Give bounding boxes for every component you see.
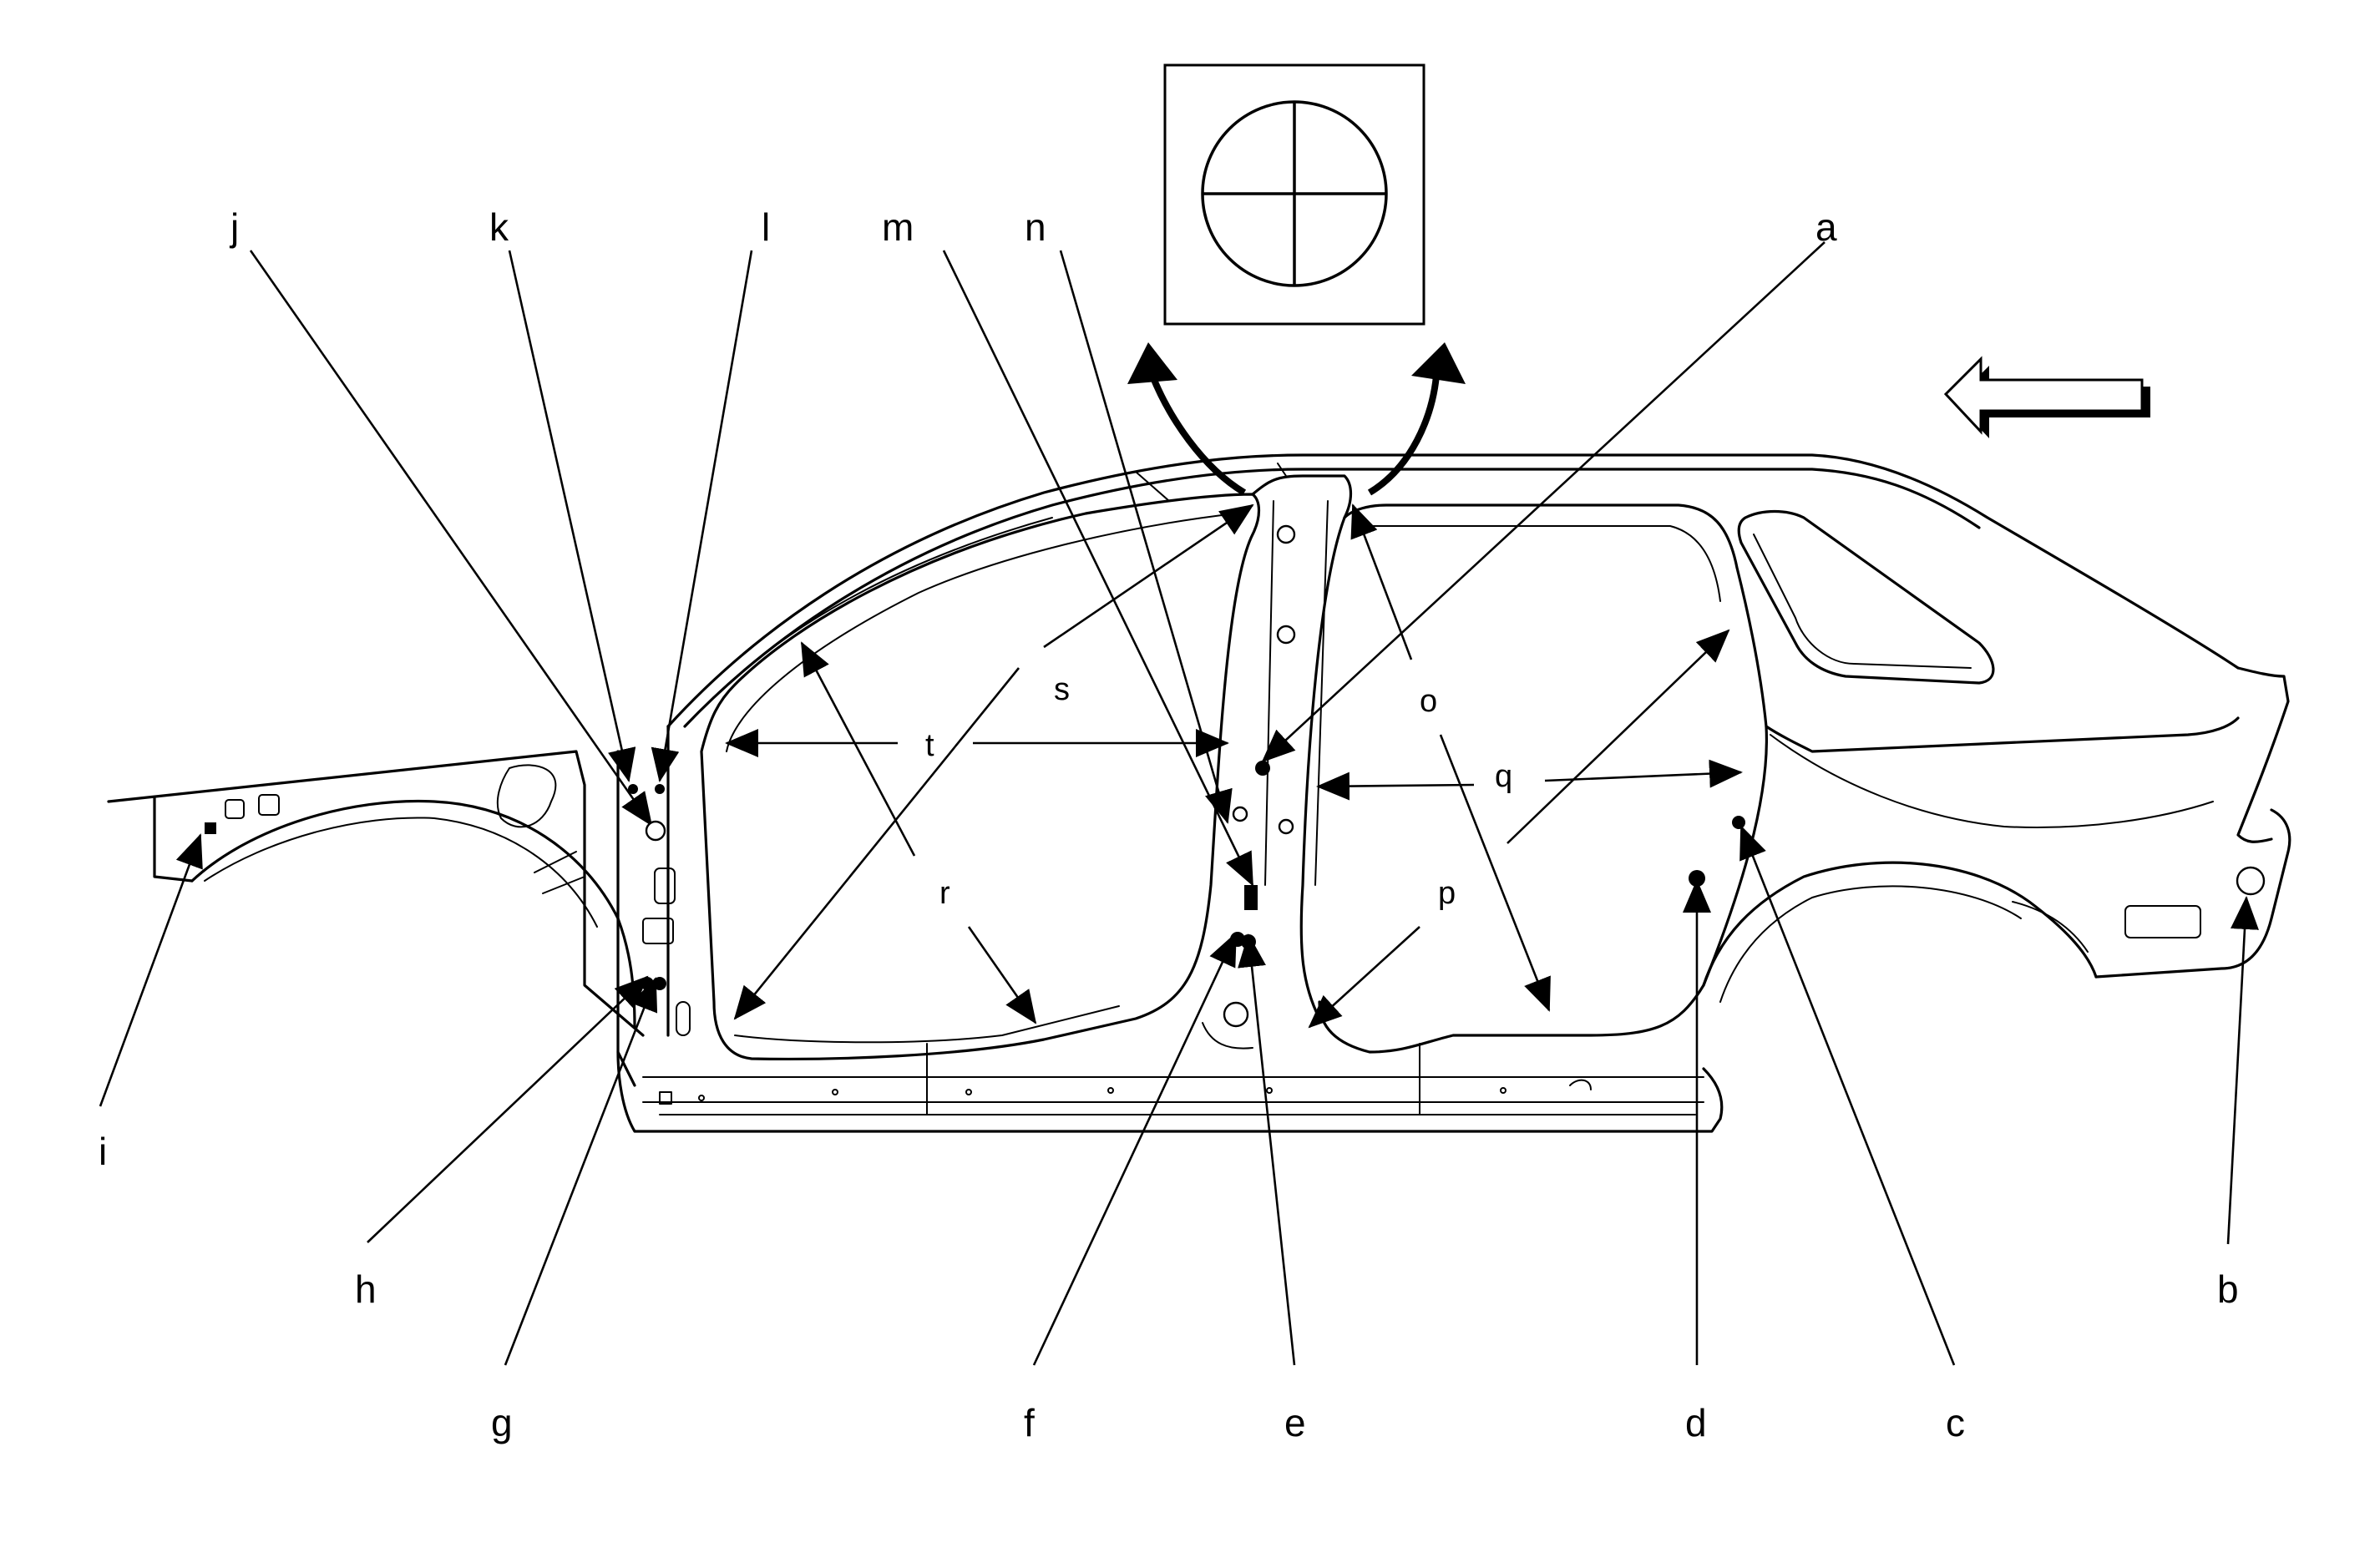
callout-label-k: k [489,205,509,249]
point-i [205,822,216,834]
dimension-lines [725,503,1743,1029]
point-h [641,977,654,990]
callout-label-e: e [1284,1401,1306,1444]
dimension-labels: o p q r s t [925,672,1512,911]
point-d [1689,870,1705,887]
point-b [2236,866,2266,896]
point-l [655,784,665,794]
callout-label-b: b [2217,1267,2239,1311]
callout-label-h: h [355,1267,377,1311]
leader-n [1059,250,1233,824]
leader-c [1739,825,1956,1366]
dimension-label-r: r [939,876,950,911]
callout-labels: a b c d e f g h i j k l m n [99,205,2239,1444]
callout-label-l: l [762,205,770,249]
leader-j [249,250,653,827]
leader-l [651,250,753,782]
point-g [653,977,666,990]
callout-label-f: f [1024,1401,1035,1444]
dimension-label-q: q [1495,759,1512,794]
callout-label-n: n [1025,205,1046,249]
callout-label-g: g [491,1401,513,1444]
leader-f [1032,932,1238,1366]
point-j [645,820,666,842]
reference-symbol-box [1163,63,1425,326]
front-direction-arrow-icon [1943,356,2150,438]
dimension-label-s: s [1054,672,1070,707]
point-f [1230,932,1245,947]
leader-m [942,250,1254,887]
callout-label-m: m [882,205,914,249]
point-n [1232,806,1248,822]
point-k [628,784,638,794]
dimension-label-t: t [925,728,934,763]
leader-k [508,250,636,782]
point-a [1255,761,1270,776]
dimension-label-o: o [1420,684,1437,719]
dimension-label-p: p [1438,876,1456,911]
reference-points [205,761,2266,990]
callout-label-i: i [99,1130,107,1173]
callout-label-c: c [1946,1401,1965,1444]
callout-leaders [99,241,2259,1366]
center-of-gravity-target-icon [1201,100,1388,287]
leader-i [99,833,203,1107]
leader-e [1238,933,1296,1366]
curved-arrow-icon [1127,342,1466,496]
callout-label-j: j [229,205,239,249]
leader-a [1261,241,1826,763]
leader-h [367,975,649,1243]
callout-label-d: d [1685,1401,1707,1444]
body-side-panel [107,453,2291,1133]
point-c [1732,816,1745,829]
point-m [1244,885,1258,910]
leader-b [2226,896,2259,1245]
callout-label-a: a [1815,205,1837,249]
leader-g [504,977,658,1366]
